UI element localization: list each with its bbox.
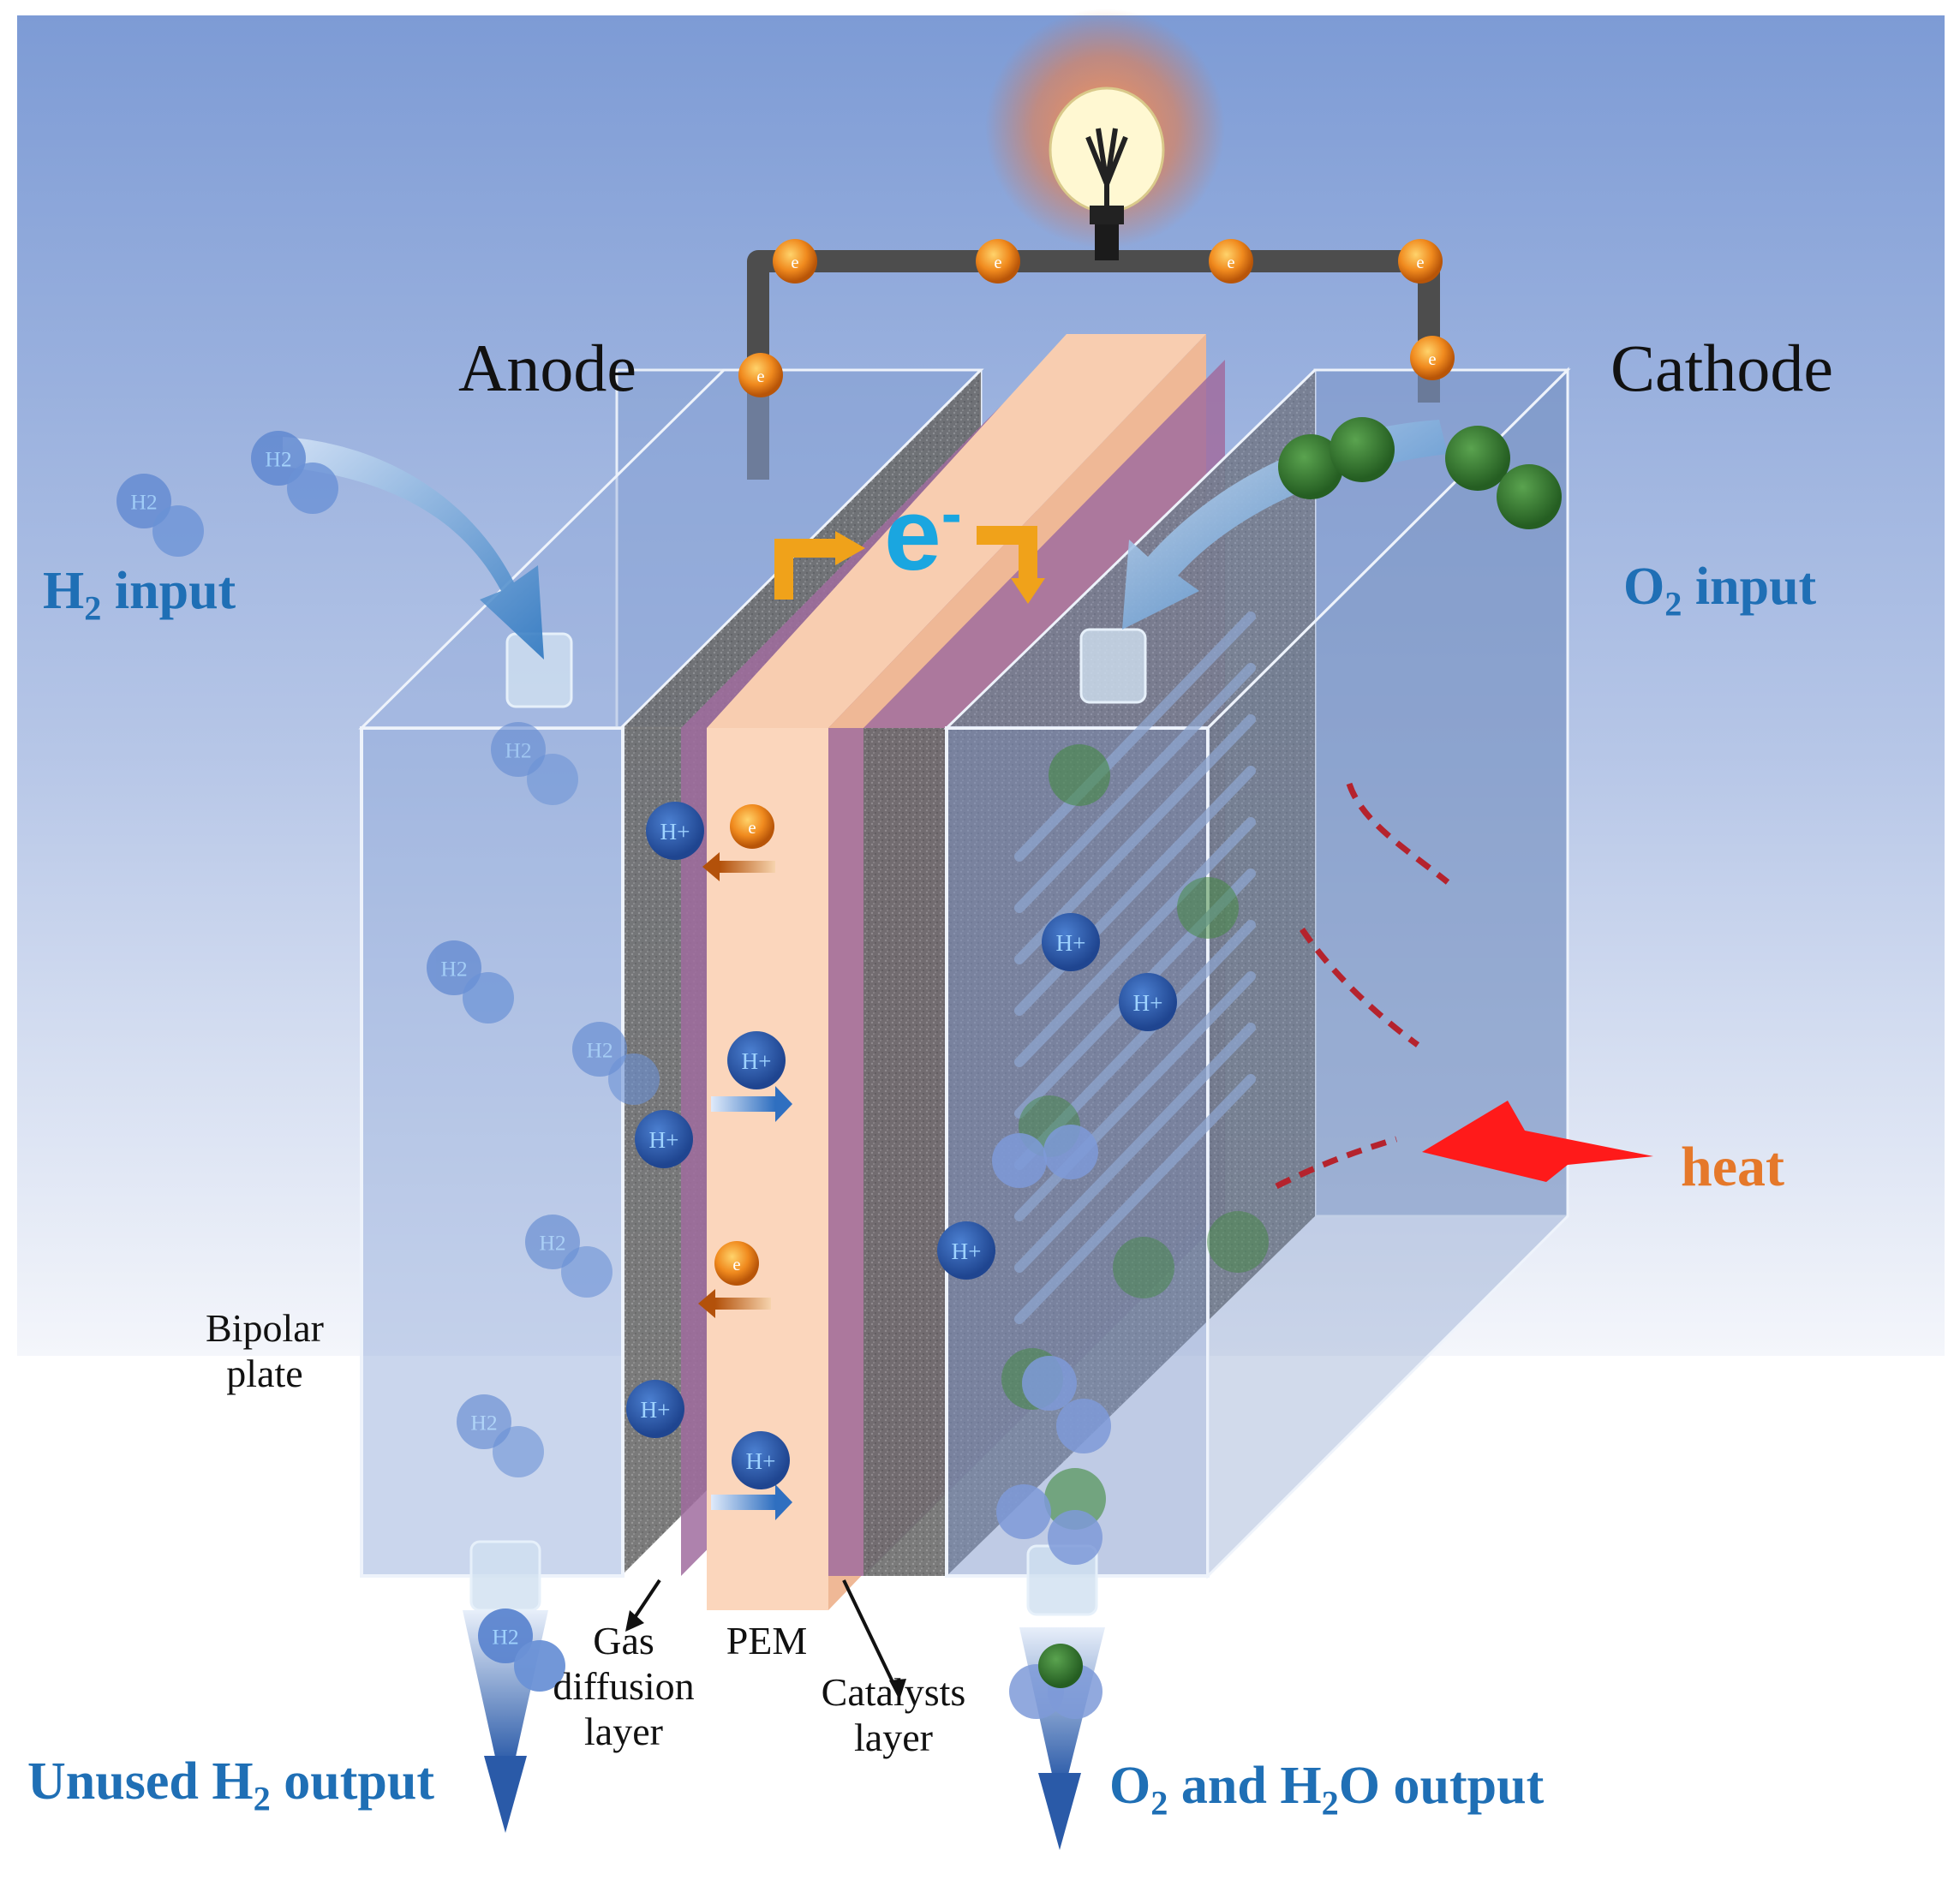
bulb-filament [1085, 128, 1128, 214]
svg-text:e: e [994, 253, 1001, 272]
annotation-leaders [632, 1579, 897, 1688]
electron-particle: e [976, 239, 1020, 283]
hydrogen-molecule: H2 [525, 1215, 580, 1269]
electron-flow-right [977, 526, 1037, 582]
h2-outlet-port [469, 1540, 541, 1612]
hydrogen-atom [287, 463, 338, 514]
bulb-base [1090, 206, 1124, 224]
cathode-label: Cathode [1610, 331, 1833, 405]
svg-text:H2: H2 [470, 1411, 497, 1435]
heat-bolt-icon [1422, 1101, 1653, 1182]
electron-particle: e [738, 353, 783, 397]
hydrogen-atom [527, 754, 578, 805]
hydrogen-molecule: H2 [457, 1394, 511, 1449]
svg-text:H2: H2 [586, 1038, 612, 1063]
electron-particle: e [1398, 239, 1443, 283]
unused-h2-output-label: Unused H2 output [27, 1752, 434, 1818]
proton-particle: H+ [727, 1031, 786, 1089]
anode-bipolar-plate [360, 726, 624, 1578]
svg-text:H+: H+ [742, 1048, 772, 1074]
proton-particle: H+ [635, 1110, 693, 1168]
oxygen-atom [1044, 1468, 1106, 1530]
o2-h2o-output-label: O2 and H2O output [1109, 1757, 1545, 1823]
water-molecule [992, 1133, 1047, 1188]
electron-particle: e [773, 239, 817, 283]
water-molecule [1048, 1510, 1102, 1565]
svg-text:H+: H+ [1056, 930, 1086, 956]
svg-text:H2: H2 [505, 738, 531, 763]
svg-text:H+: H+ [641, 1397, 671, 1423]
water-molecule [1056, 1399, 1111, 1453]
svg-text:H+: H+ [649, 1127, 679, 1153]
hydrogen-atom [608, 1053, 660, 1105]
svg-text:H2: H2 [265, 447, 291, 472]
svg-text:H2: H2 [440, 957, 467, 982]
proton-particle: H+ [937, 1221, 995, 1280]
h2-input-label: H2 input [43, 562, 236, 628]
oxygen-atom [1113, 1237, 1174, 1298]
proton-particle: H+ [1119, 973, 1177, 1031]
proton-particle: H+ [626, 1380, 684, 1438]
proton-particle: H+ [646, 802, 704, 860]
svg-text:H+: H+ [746, 1448, 776, 1474]
heat-label: heat [1681, 1136, 1784, 1198]
svg-text:H2: H2 [130, 490, 157, 515]
svg-text:e: e [1428, 349, 1436, 369]
hydrogen-molecule: H2 [478, 1608, 533, 1663]
svg-text:e: e [1416, 253, 1424, 272]
electron-flow-left [774, 539, 840, 600]
electron-particle: e [1209, 239, 1253, 283]
oxygen-atom [1445, 426, 1510, 491]
svg-text:e: e [1227, 253, 1234, 272]
oxygen-atom [1207, 1211, 1269, 1273]
pem-top [707, 334, 1206, 728]
hydrogen-atom [561, 1246, 612, 1298]
oxygen-atom [1497, 464, 1562, 529]
hydrogen-molecule: H2 [251, 431, 306, 486]
proton-particle: H+ [732, 1431, 790, 1489]
svg-text:H+: H+ [952, 1238, 982, 1264]
svg-text:e: e [791, 253, 798, 272]
water-molecule [1043, 1125, 1098, 1179]
o2-inlet-port [1079, 628, 1147, 704]
oxygen-atom [1049, 744, 1110, 806]
electron-particle: e [730, 804, 774, 849]
proton-particle: H+ [1042, 913, 1100, 971]
electron-symbol-large: e- [884, 477, 962, 592]
svg-text:H+: H+ [1133, 990, 1163, 1016]
h2-input-arrow [283, 437, 544, 659]
hydrogen-atom [493, 1426, 544, 1477]
hydrogen-molecule: H2 [427, 940, 481, 995]
hydrogen-molecule: H2 [491, 722, 546, 777]
svg-text:H2: H2 [492, 1625, 518, 1650]
o2-input-label: O2 input [1623, 558, 1817, 624]
oxygen-atom [1278, 434, 1343, 499]
svg-text:H+: H+ [660, 819, 690, 845]
water-molecule [1022, 1356, 1077, 1411]
svg-text:e: e [748, 818, 756, 838]
pem-label: PEM [726, 1619, 808, 1662]
hydrogen-atom [152, 505, 204, 557]
hydrogen-atom [514, 1640, 565, 1692]
svg-text:e: e [756, 367, 764, 386]
svg-text:H2: H2 [539, 1231, 565, 1256]
anode-label: Anode [458, 331, 636, 405]
svg-text:e: e [732, 1255, 740, 1274]
hydrogen-molecule: H2 [572, 1022, 627, 1077]
water-oxygen-atom [1038, 1644, 1083, 1688]
heat-dashed-arrows [1275, 782, 1450, 1190]
water-molecule [996, 1484, 1051, 1539]
hydrogen-atom [463, 972, 514, 1024]
hydrogen-molecule: H2 [117, 474, 171, 528]
oxygen-atom [1177, 877, 1239, 939]
electron-particle: e [1410, 336, 1455, 380]
oxygen-atom [1330, 417, 1395, 482]
electron-particle: e [714, 1241, 759, 1286]
